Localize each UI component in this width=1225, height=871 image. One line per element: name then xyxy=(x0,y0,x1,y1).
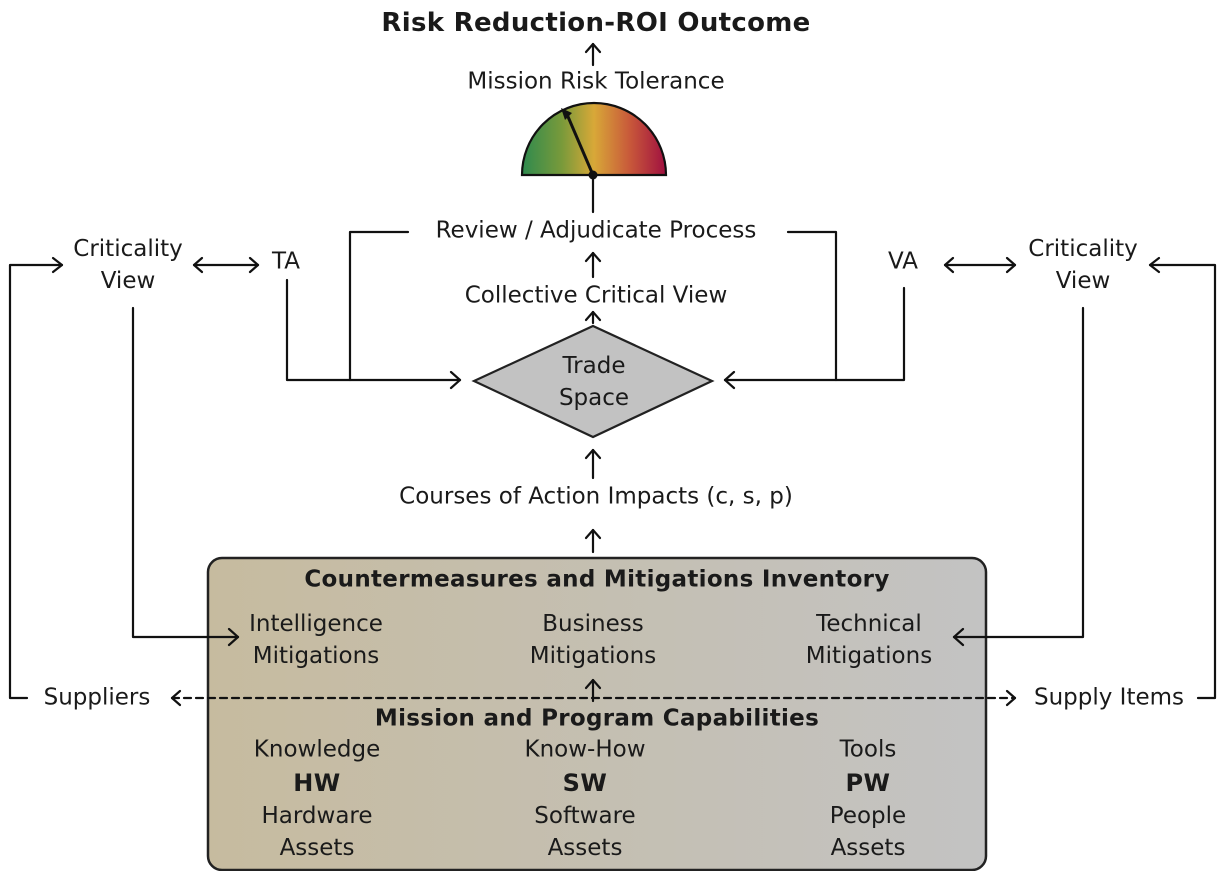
arrow-courses-to-trade xyxy=(584,448,602,480)
arrow-va-to-trade xyxy=(723,286,906,390)
trade-space-label: Trade Space xyxy=(558,353,630,411)
va-label: VA xyxy=(888,248,918,275)
arrow-supplyitems-to-criticality xyxy=(1148,256,1217,700)
software-assets: Software Assets xyxy=(534,803,636,861)
arrow-va-criticality-right xyxy=(943,256,1017,274)
collective-view-label: Collective Critical View xyxy=(464,282,728,309)
courses-of-action-label: Courses of Action Impacts (c, s, p) xyxy=(399,483,793,510)
supply-items-label: Supply Items xyxy=(1033,684,1185,711)
business-mitigations: Business Mitigations xyxy=(529,611,657,669)
arrow-collective-to-review xyxy=(584,251,602,279)
arrow-inventory-to-courses xyxy=(584,528,602,554)
criticality-view-right: Criticality View xyxy=(1028,236,1138,294)
tools-label: Tools xyxy=(839,736,897,763)
arrow-criticality-to-intelligence xyxy=(131,306,240,647)
arrow-criticality-ta-left xyxy=(192,256,260,274)
arrow-ta-to-trade xyxy=(285,278,462,390)
inventory-box xyxy=(206,556,988,871)
intelligence-mitigations: Intelligence Mitigations xyxy=(249,611,383,669)
hardware-assets: Hardware Assets xyxy=(261,803,373,861)
pw-label: PW xyxy=(845,769,891,797)
arrow-trade-to-collective xyxy=(584,310,602,325)
trade-space-diamond xyxy=(471,324,715,439)
outcome-title: Risk Reduction-ROI Outcome xyxy=(381,8,811,38)
ta-label: TA xyxy=(272,248,300,275)
line-review-loop xyxy=(348,230,410,382)
technical-mitigations: Technical Mitigations xyxy=(805,611,933,669)
gauge-needle xyxy=(564,111,595,176)
capabilities-title: Mission and Program Capabilities xyxy=(374,705,820,732)
review-process-label: Review / Adjudicate Process xyxy=(430,219,762,243)
arrow-tolerance-to-outcome xyxy=(584,42,602,67)
inventory-title: Countermeasures and Mitigations Inventor… xyxy=(304,566,890,593)
hw-label: HW xyxy=(293,769,341,797)
arrowhead-to-suppliers xyxy=(170,689,182,707)
line-review-loop-right xyxy=(786,230,838,382)
sw-label: SW xyxy=(562,769,608,797)
knowledge-label: Knowledge xyxy=(253,736,381,763)
arrow-criticality-to-technical xyxy=(952,306,1085,647)
arrow-suppliers-to-criticality xyxy=(8,256,64,700)
criticality-view-left: Criticality View xyxy=(73,236,183,294)
people-assets: People Assets xyxy=(829,803,907,861)
risk-tolerance-label: Mission Risk Tolerance xyxy=(467,68,725,95)
arrowhead-to-supply-items xyxy=(1005,689,1017,707)
know-how-label: Know-How xyxy=(524,736,646,763)
risk-gauge xyxy=(520,101,668,180)
suppliers-label: Suppliers xyxy=(43,684,151,711)
